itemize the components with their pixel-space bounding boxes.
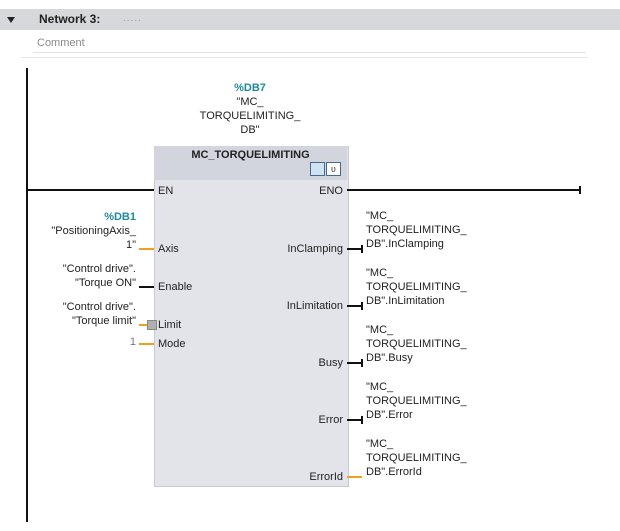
instance-name-line-3[interactable]: DB" (240, 124, 260, 136)
enable-param-line-1[interactable]: "Control drive". (62, 263, 136, 275)
inlimitation-wire (347, 305, 362, 307)
limit-param-line-1[interactable]: "Control drive". (62, 301, 136, 313)
inlimitation-param-line-3[interactable]: DB".InLimitation (366, 295, 445, 307)
pin-mode[interactable]: Mode (158, 338, 186, 350)
inlimitation-wire-end (361, 302, 363, 310)
instance-db-number[interactable]: %DB7 (234, 82, 266, 94)
comment-field[interactable] (33, 33, 586, 53)
busy-wire (347, 362, 362, 364)
instance-name-line-2[interactable]: TORQUELIMITING_ (199, 110, 301, 122)
network-header[interactable] (0, 9, 620, 30)
function-block[interactable] (154, 146, 349, 487)
limit-wire (139, 324, 154, 326)
pin-error[interactable]: Error (318, 414, 343, 426)
pin-en[interactable]: EN (158, 185, 174, 197)
pin-busy[interactable]: Busy (318, 357, 343, 369)
enable-wire (139, 286, 154, 288)
pin-eno[interactable]: ENO (319, 185, 343, 197)
enable-param-line-2[interactable]: "Torque ON" (75, 277, 136, 289)
instance-name-line-1[interactable]: "MC_ (236, 96, 264, 108)
block-instance-icon[interactable] (310, 162, 325, 176)
busy-param-line-3[interactable]: DB".Busy (366, 352, 413, 364)
inclamping-param-line-1[interactable]: "MC_ (366, 210, 394, 222)
errorid-param-line-3[interactable]: DB".ErrorId (366, 466, 422, 478)
error-wire-end (361, 416, 363, 424)
eno-wire-end (579, 186, 581, 194)
axis-param-line-2[interactable]: 1" (125, 239, 136, 251)
mode-wire (139, 343, 154, 345)
error-param-line-3[interactable]: DB".Error (366, 409, 413, 421)
limit-connector-icon (147, 320, 157, 330)
inclamping-wire-end (361, 245, 363, 253)
inclamping-wire (347, 248, 362, 250)
pin-inlimitation[interactable]: InLimitation (286, 300, 343, 312)
pin-limit[interactable]: Limit (158, 319, 182, 331)
inclamping-param-line-2[interactable]: TORQUELIMITING_ (366, 224, 467, 236)
comment-placeholder[interactable]: Comment (37, 37, 85, 49)
block-variant-icon[interactable]: ʋ (326, 162, 341, 176)
errorid-param-line-2[interactable]: TORQUELIMITING_ (366, 452, 467, 464)
errorid-wire (347, 476, 362, 478)
power-rail (26, 68, 28, 522)
pin-errorid[interactable]: ErrorId (309, 471, 343, 483)
inlimitation-param-line-2[interactable]: TORQUELIMITING_ (366, 281, 467, 293)
inlimitation-param-line-1[interactable]: "MC_ (366, 267, 394, 279)
separator (21, 57, 588, 58)
busy-param-line-1[interactable]: "MC_ (366, 324, 394, 336)
inclamping-param-line-3[interactable]: DB".InClamping (366, 238, 444, 250)
collapse-triangle-icon[interactable] (7, 17, 15, 23)
error-param-line-1[interactable]: "MC_ (366, 381, 394, 393)
mode-param-value[interactable]: 1 (129, 336, 136, 348)
pin-inclamping[interactable]: InClamping (287, 243, 343, 255)
network-title: Network 3: (39, 12, 101, 26)
axis-wire (139, 248, 154, 250)
en-wire (28, 189, 154, 191)
limit-param-line-2[interactable]: "Torque limit" (71, 315, 136, 327)
pin-axis[interactable]: Axis (158, 243, 179, 255)
error-param-line-2[interactable]: TORQUELIMITING_ (366, 395, 467, 407)
errorid-param-line-1[interactable]: "MC_ (366, 438, 394, 450)
function-block-title: MC_TORQUELIMITING (191, 149, 310, 161)
pin-enable[interactable]: Enable (158, 281, 193, 293)
axis-param-line-1[interactable]: "PositioningAxis_ (51, 225, 136, 237)
busy-param-line-2[interactable]: TORQUELIMITING_ (366, 338, 467, 350)
busy-wire-end (361, 359, 363, 367)
axis-db-number[interactable]: %DB1 (104, 211, 136, 223)
network-title-dots[interactable]: ..... (123, 13, 142, 24)
error-wire (347, 419, 362, 421)
eno-wire (347, 189, 580, 191)
